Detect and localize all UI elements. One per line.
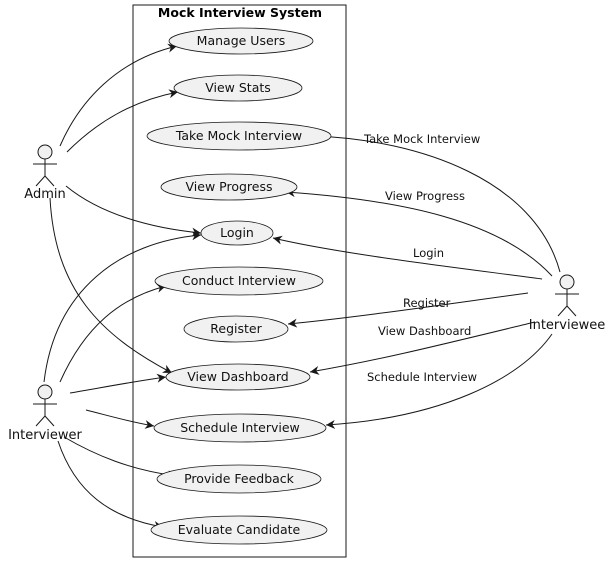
usecase-register: Register [183, 315, 289, 343]
edge-interviewer-conduct-interview [59, 283, 167, 383]
system-boundary [132, 4, 347, 558]
edge-admin-login [65, 185, 202, 237]
edge-label-register: Register [403, 296, 451, 310]
edge-admin-manage-users [59, 43, 178, 147]
edge-label-view-progress: View Progress [385, 189, 465, 203]
edge-interviewee-view-dashboard [309, 321, 536, 375]
edge-interviewer-evaluate-candidate [57, 440, 164, 530]
edge-interviewer-view-dashboard [69, 373, 167, 394]
usecase-view-stats-label: View Stats [205, 80, 271, 95]
usecase-login-label: Login [220, 225, 254, 240]
actor-interviewee: Interviewee [529, 274, 605, 333]
usecase-view-dashboard-label: View Dashboard [187, 369, 288, 384]
usecase-conduct-interview-label: Conduct Interview [182, 273, 296, 288]
edge-interviewee-register [287, 292, 529, 328]
actor-interviewer-label: Interviewer [8, 428, 82, 443]
edge-admin-view-stats [66, 89, 179, 153]
usecase-view-stats: View Stats [173, 74, 303, 102]
usecase-take-mock-interview-label: Take Mock Interview [175, 128, 302, 143]
edge-interviewer-schedule-interview [85, 409, 155, 429]
usecase-register-label: Register [210, 321, 262, 336]
edge-label-take-mock-interview: Take Mock Interview [363, 132, 480, 146]
usecase-schedule-interview-label: Schedule Interview [180, 420, 300, 435]
actor-interviewee-label: Interviewee [529, 318, 605, 333]
usecase-provide-feedback-label: Provide Feedback [184, 471, 295, 486]
usecase-evaluate-candidate: Evaluate Candidate [150, 515, 328, 545]
edge-interviewee-schedule-interview [325, 333, 553, 429]
usecase-view-progress-label: View Progress [186, 179, 273, 194]
system-title: Mock Interview System [158, 5, 322, 20]
edge-interviewee-view-progress [285, 188, 553, 277]
edge-interviewee-take-mock-interview [314, 131, 561, 273]
actor-interviewee-head [559, 274, 575, 290]
usecase-schedule-interview: Schedule Interview [153, 413, 327, 443]
usecase-login: Login [200, 220, 274, 246]
usecase-conduct-interview: Conduct Interview [154, 266, 324, 296]
actor-interviewer-head [37, 384, 53, 400]
actor-admin-label: Admin [24, 187, 65, 202]
actor-admin-head [37, 144, 53, 160]
edge-interviewer-provide-feedback [63, 436, 178, 480]
usecase-view-progress: View Progress [160, 173, 298, 201]
edge-interviewee-login [272, 235, 543, 280]
actor-admin: Admin [24, 144, 66, 202]
usecase-view-dashboard: View Dashboard [165, 363, 311, 391]
usecase-take-mock-interview: Take Mock Interview [146, 121, 332, 151]
usecase-provide-feedback: Provide Feedback [156, 464, 322, 494]
edge-label-view-dashboard: View Dashboard [378, 324, 471, 338]
edge-label-schedule-interview: Schedule Interview [367, 370, 477, 384]
usecase-manage-users: Manage Users [168, 27, 314, 55]
usecase-manage-users-label: Manage Users [197, 33, 286, 48]
usecase-evaluate-candidate-label: Evaluate Candidate [178, 522, 301, 537]
edge-label-login: Login [413, 246, 444, 260]
edge-interviewer-login [43, 231, 202, 383]
actor-interviewer: Interviewer [8, 384, 83, 443]
edge-admin-view-dashboard [49, 197, 173, 374]
